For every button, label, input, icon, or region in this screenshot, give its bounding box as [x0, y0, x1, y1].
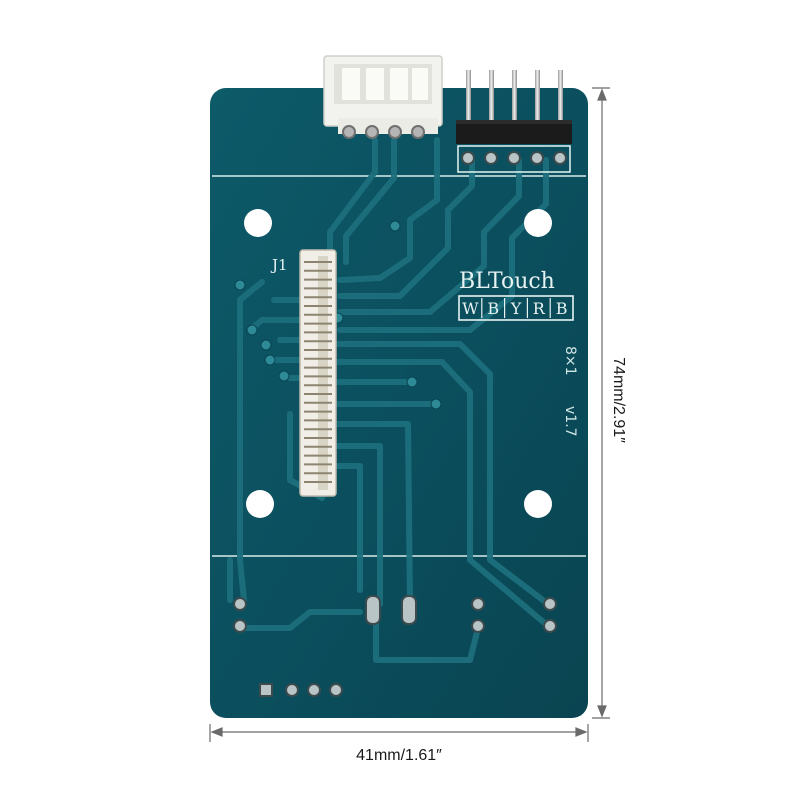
pin-letter: W: [462, 299, 479, 318]
connector-label: J1: [270, 256, 288, 274]
pin-spec-label: 8×1: [562, 346, 578, 376]
mounting-hole-top-right: [524, 209, 552, 237]
pin-letter: B: [556, 299, 568, 318]
pin-header: [456, 70, 572, 173]
pin-letter: B: [487, 299, 499, 318]
vias: [234, 220, 442, 410]
mounting-hole-top-left: [244, 209, 272, 237]
mounting-holes: [244, 209, 552, 518]
height-dimension-label: 74mm/2.91″: [610, 357, 627, 443]
brand-label: BLTouch: [459, 269, 555, 294]
dimension-width: [209, 724, 589, 742]
version-label: v1.7: [562, 406, 578, 437]
mounting-hole-bottom-right: [524, 490, 552, 518]
pin-letter: R: [533, 299, 546, 318]
solder-pads: [233, 595, 557, 697]
dimension-height: [592, 87, 610, 719]
mounting-hole-bottom-left: [246, 490, 274, 518]
pin-letter: Y: [510, 299, 522, 318]
jst-connector: [323, 55, 443, 139]
width-dimension-label: 41mm/1.61″: [356, 747, 442, 764]
ffc-connector: [299, 249, 337, 497]
